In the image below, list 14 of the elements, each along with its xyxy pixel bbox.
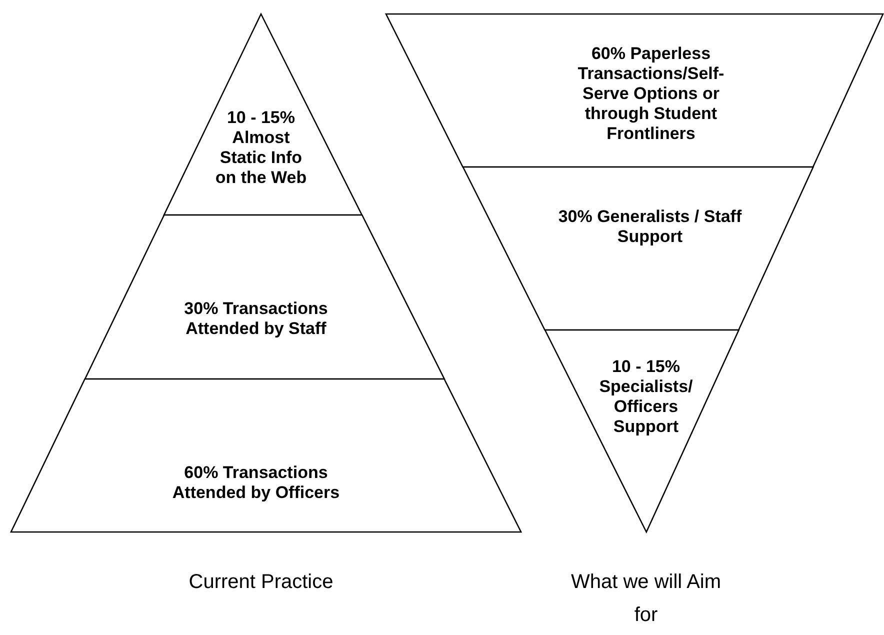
tier-label: 60% Paperless Transactions/Self-Serve Options or through Student Frontliners [576, 44, 726, 144]
tier-label: 60% Transactions Attended by Officers [171, 463, 341, 503]
pyramid-caption: Current Practice [188, 570, 334, 595]
pyramid-tier [462, 167, 813, 330]
pyramid-caption: What we will Aim for [570, 570, 722, 628]
pyramid-tier [386, 14, 883, 167]
pyramid-tier [544, 330, 738, 532]
tier-label: 10 - 15% Almost Static Info on the Web [214, 108, 308, 188]
pyramid-tier [164, 14, 362, 215]
pyramid-tier [84, 215, 444, 379]
pyramid-tier [11, 379, 522, 532]
tier-label: 30% Transactions Attended by Staff [183, 299, 329, 339]
tier-label: 30% Generalists / Staff Support [557, 207, 743, 247]
tier-label: 10 - 15% Specialists/ Officers Support [598, 357, 694, 437]
